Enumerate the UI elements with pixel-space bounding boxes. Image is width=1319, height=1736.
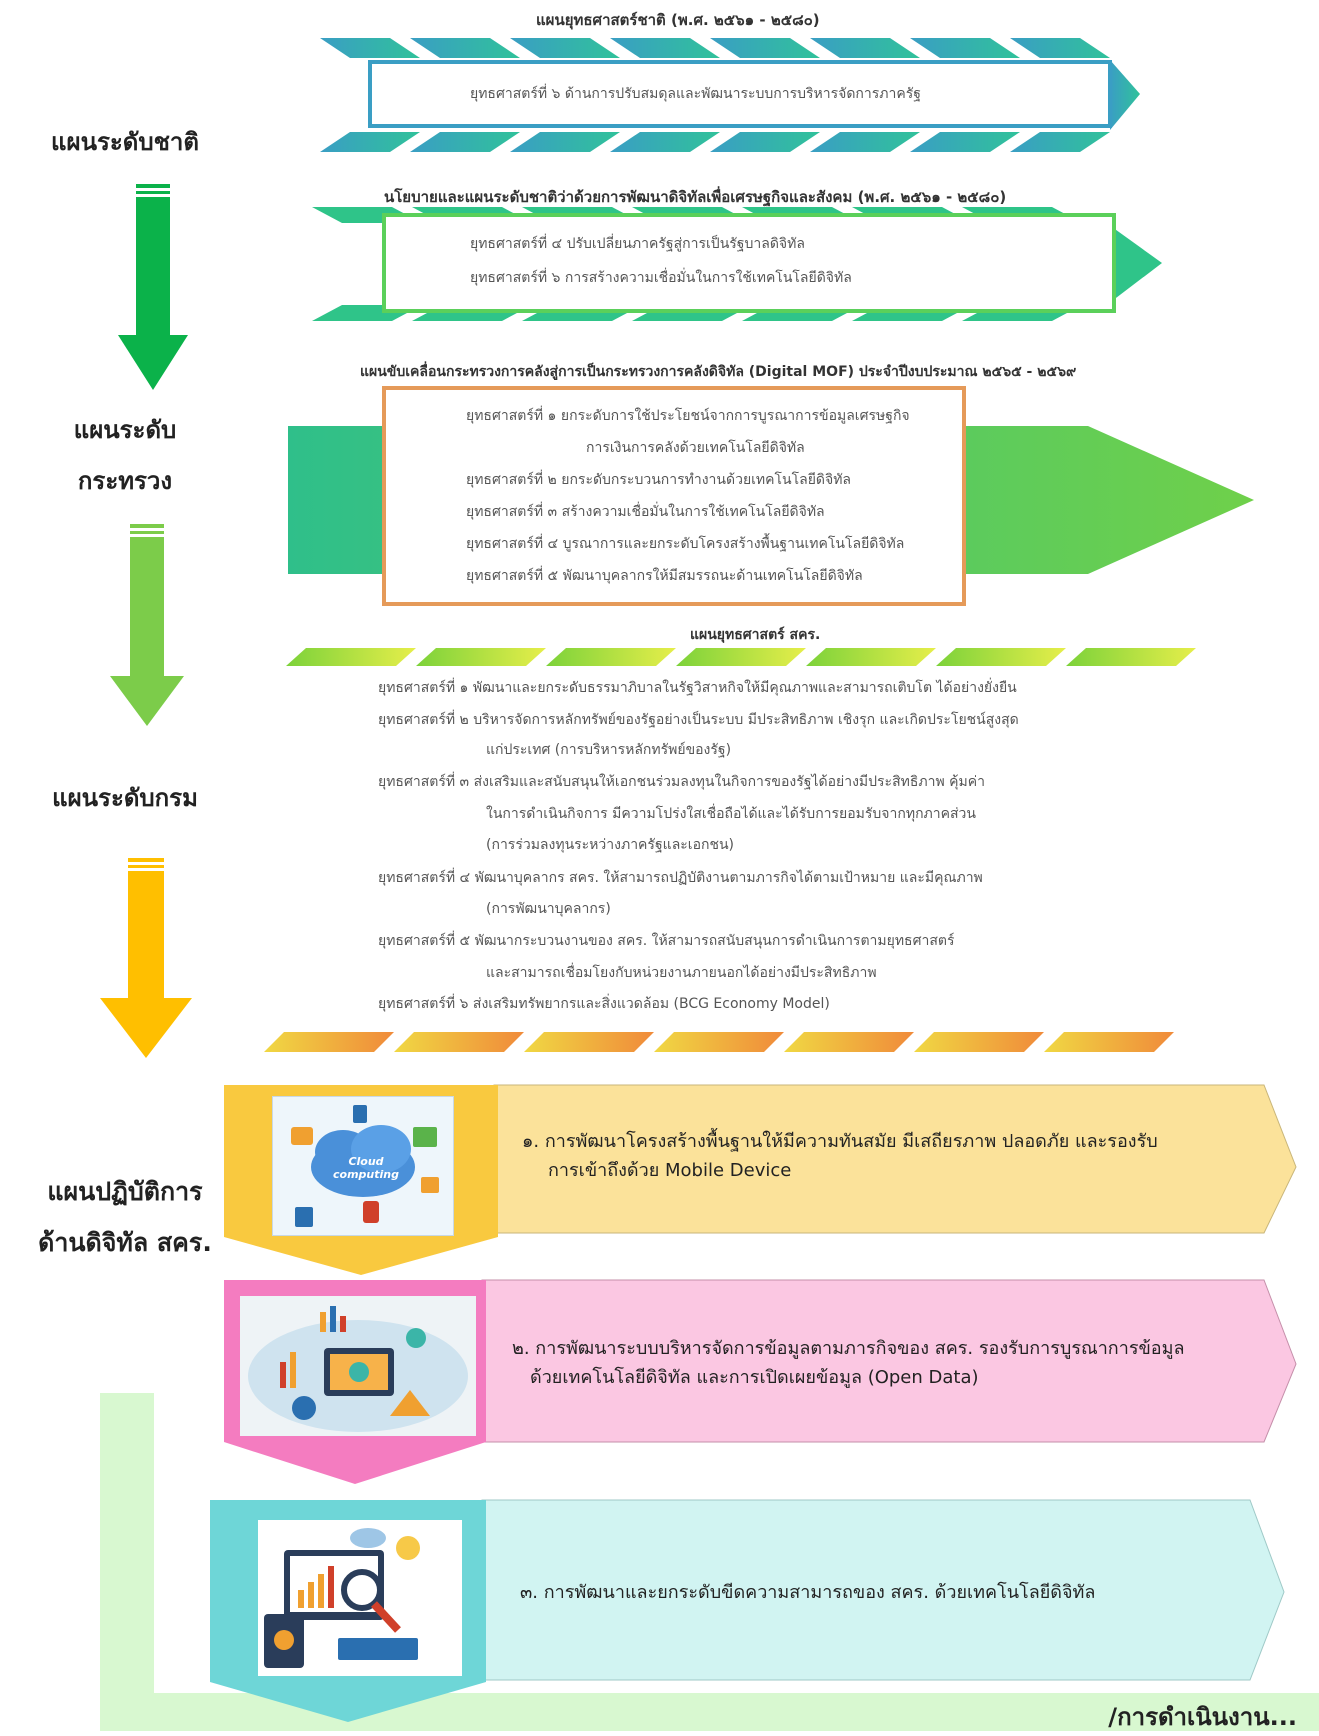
label-ministry-line1: แผนระดับ xyxy=(73,416,177,444)
digital-policy-item-1: ยุทธศาสตร์ที่ ๔ ปรับเปลี่ยนภาครัฐสู่การเ… xyxy=(470,236,805,252)
digital-mof-item-5: ยุทธศาสตร์ที่ ๕ พัฒนาบุคลากรให้มีสมรรถนะ… xyxy=(466,568,863,584)
digital-policy-band xyxy=(312,207,1162,321)
sor-kor-ror-bottom-stripes xyxy=(264,1032,1174,1052)
national-strategy-item: ยุทธศาสตร์ที่ ๖ ด้านการปรับสมดุลและพัฒนา… xyxy=(470,86,921,102)
digital-mof-item-2: ยุทธศาสตร์ที่ ๒ ยกระดับกระบวนการทำงานด้ว… xyxy=(466,472,852,488)
down-arrow-green-dark xyxy=(118,184,188,390)
sor-kor-ror-item-3-cont2: (การร่วมลงทุนระหว่างภาครัฐและเอกชน) xyxy=(486,837,734,853)
sor-kor-ror-item-1: ยุทธศาสตร์ที่ ๑ พัฒนาและยกระดับธรรมาภิบา… xyxy=(378,680,1017,696)
action-item-1-line1: ๑. การพัฒนาโครงสร้างพื้นฐานให้มีความทันส… xyxy=(522,1131,1158,1152)
label-action-line2: ด้านดิจิทัล สคร. xyxy=(38,1227,212,1257)
sor-kor-ror-item-2: ยุทธศาสตร์ที่ ๒ บริหารจัดการหลักทรัพย์ขอ… xyxy=(378,712,1019,728)
digital-mof-item-3: ยุทธศาสตร์ที่ ๓ สร้างความเชื่อมั่นในการใ… xyxy=(466,504,825,520)
action-item-1-text: ๑. การพัฒนาโครงสร้างพื้นฐานให้มีความทันส… xyxy=(522,1128,1158,1186)
action-item-3-image xyxy=(258,1520,462,1676)
label-ministry-plan: แผนระดับ กระทรวง xyxy=(0,412,250,500)
sor-kor-ror-item-3-cont: ในการดำเนินกิจการ มีความโปร่งใสเชื่อถือไ… xyxy=(486,806,976,822)
action-item-3-line1: ๓. การพัฒนาและยกระดับขีดความสามารถของ สค… xyxy=(520,1582,1096,1603)
sor-kor-ror-item-4: ยุทธศาสตร์ที่ ๔ พัฒนาบุคลากร สคร. ให้สาม… xyxy=(378,870,983,886)
digital-mof-item-4: ยุทธศาสตร์ที่ ๔ บูรณาการและยกระดับโครงสร… xyxy=(466,536,905,552)
action-item-3-text: ๓. การพัฒนาและยกระดับขีดความสามารถของ สค… xyxy=(520,1579,1095,1608)
sor-kor-ror-strategy-title: แผนยุทธศาสตร์ สคร. xyxy=(690,627,821,643)
sor-kor-ror-item-5: ยุทธศาสตร์ที่ ๕ พัฒนากระบวนงานของ สคร. ใ… xyxy=(378,933,955,949)
national-strategy-band xyxy=(320,38,1140,152)
action-item-2-image xyxy=(240,1296,476,1436)
digital-policy-title: นโยบายและแผนระดับชาติว่าด้วยการพัฒนาดิจิ… xyxy=(384,188,1007,206)
sor-kor-ror-item-5-cont: และสามารถเชื่อมโยงกับหน่วยงานภายนอกได้อย… xyxy=(486,965,877,981)
label-national-plan: แผนระดับชาติ xyxy=(51,128,199,156)
digital-policy-item-2: ยุทธศาสตร์ที่ ๖ การสร้างความเชื่อมั่นในก… xyxy=(470,270,852,286)
down-arrow-green-light xyxy=(110,524,184,726)
sor-kor-ror-item-2-cont: แก่ประเทศ (การบริหารหลักทรัพย์ของรัฐ) xyxy=(486,742,732,758)
down-arrow-orange xyxy=(100,858,192,1058)
digital-mof-item-1: ยุทธศาสตร์ที่ ๑ ยกระดับการใช้ประโยชน์จาก… xyxy=(466,408,910,424)
footer-continuation-text: /การดำเนินงาน... xyxy=(1108,1703,1297,1731)
action-item-1-image-label: Cloud computing xyxy=(333,1155,399,1181)
action-item-2-line2: ด้วยเทคโนโลยีดิจิทัล และการเปิดเผยข้อมูล… xyxy=(530,1366,979,1388)
footer-bar-vertical xyxy=(100,1393,154,1731)
action-item-2-line1: ๒. การพัฒนาระบบบริหารจัดการข้อมูลตามภารก… xyxy=(512,1338,1185,1359)
label-ministry-line2: กระทรวง xyxy=(77,467,173,496)
action-item-2-text: ๒. การพัฒนาระบบบริหารจัดการข้อมูลตามภารก… xyxy=(512,1335,1185,1393)
sor-kor-ror-item-4-cont: (การพัฒนาบุคลากร) xyxy=(486,901,611,917)
action-item-1-line2: การเข้าถึงด้วย Mobile Device xyxy=(548,1159,792,1181)
label-action-line1: แผนปฏิบัติการ xyxy=(47,1177,203,1206)
sor-kor-ror-top-stripes xyxy=(286,648,1196,666)
label-department-plan: แผนระดับกรม xyxy=(52,784,198,812)
digital-mof-band xyxy=(288,386,1254,606)
national-strategy-title: แผนยุทธศาสตร์ชาติ (พ.ศ. ๒๕๖๑ - ๒๕๘๐) xyxy=(536,11,820,29)
action-item-1-image: Cloud computing xyxy=(272,1096,454,1236)
label-action-plan: แผนปฏิบัติการ ด้านดิจิทัล สคร. xyxy=(0,1173,250,1263)
digital-mof-item-1-cont: การเงินการคลังด้วยเทคโนโลยีดิจิทัล xyxy=(586,440,805,456)
digital-mof-title: แผนขับเคลื่อนกระทรวงการคลังสู่การเป็นกระ… xyxy=(360,364,1077,380)
sor-kor-ror-item-3: ยุทธศาสตร์ที่ ๓ ส่งเสริมและสนับสนุนให้เอ… xyxy=(378,774,985,790)
sor-kor-ror-item-6: ยุทธศาสตร์ที่ ๖ ส่งเสริมทรัพยากรและสิ่งแ… xyxy=(378,996,830,1012)
